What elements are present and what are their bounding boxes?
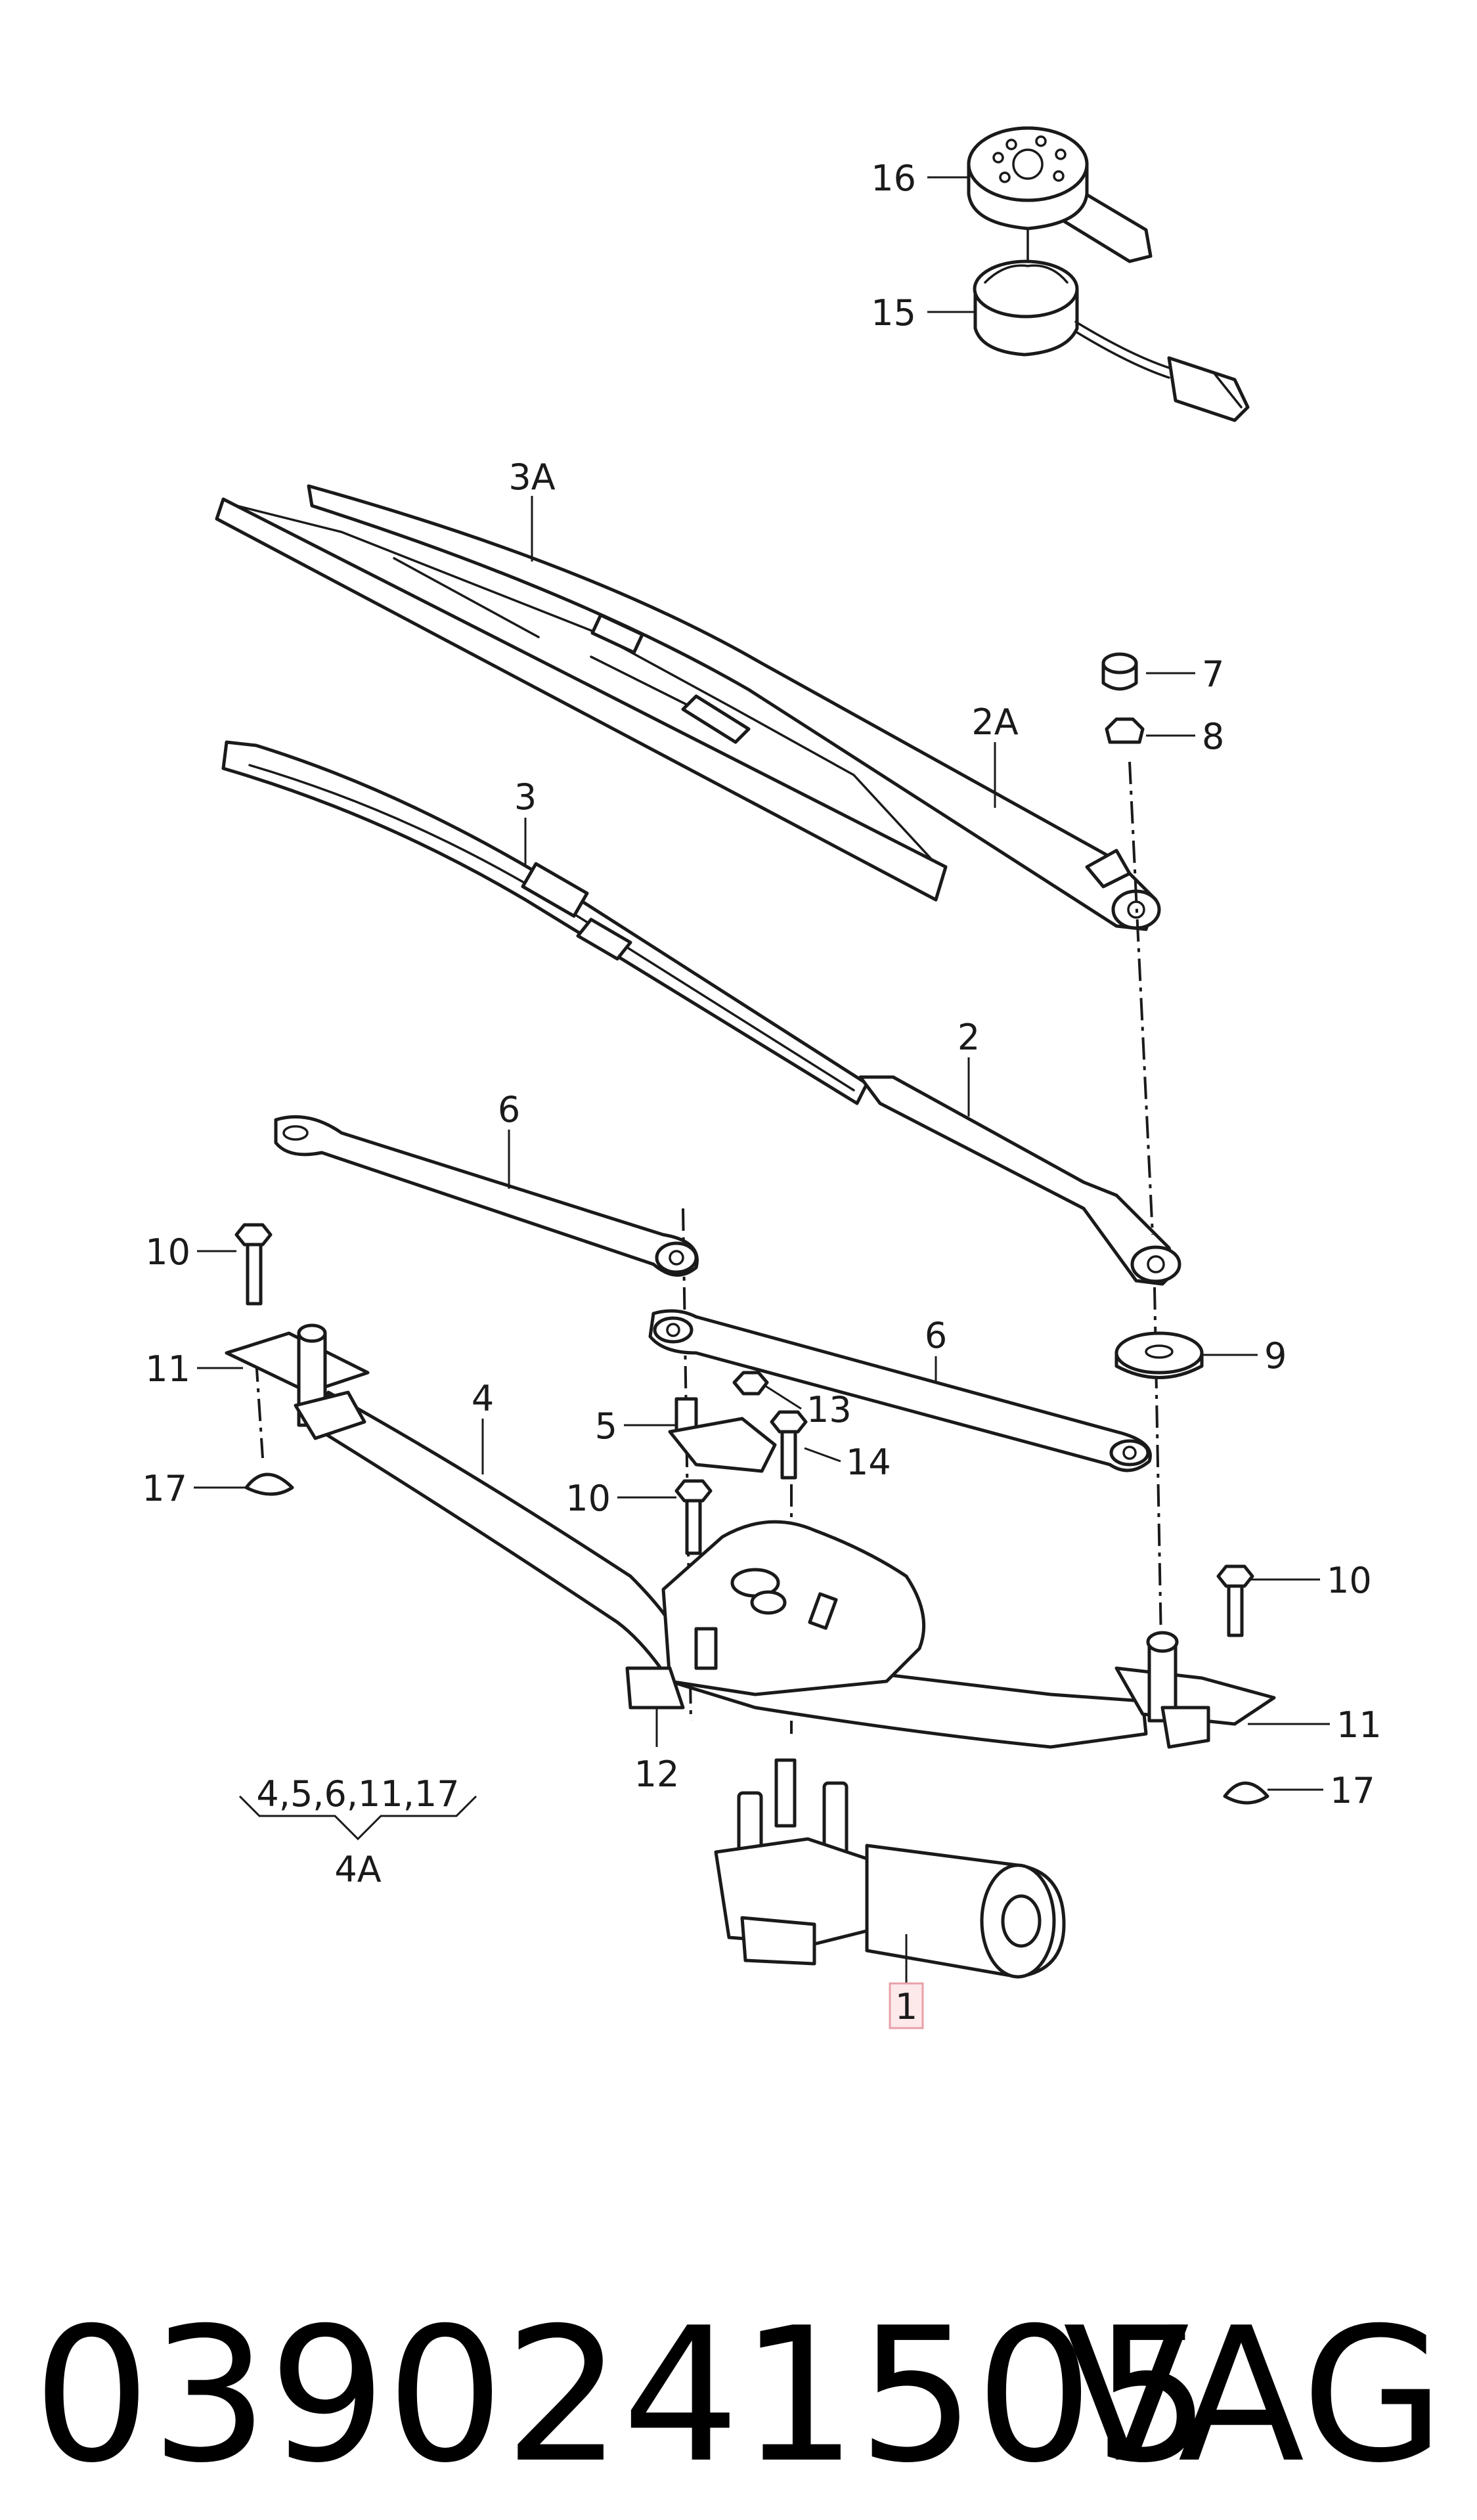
callout-10-right: 10 (1327, 1560, 1372, 1601)
bolt-part-10-right (1216, 1564, 1254, 1637)
callout-1-highlight (889, 1982, 924, 2029)
callout-labels: 16 15 3A 7 8 2A 3 2 6 6 10 11 17 4 5 13 … (142, 158, 1382, 2029)
clip-part-17-right (1223, 1781, 1269, 1805)
callout-11-right: 11 (1336, 1704, 1382, 1746)
callout-6-upper: 6 (498, 1089, 520, 1130)
callout-16: 16 (871, 158, 916, 199)
cap-part-7 (1101, 652, 1138, 691)
callout-11-left: 11 (145, 1348, 190, 1390)
callout-8: 8 (1202, 716, 1224, 757)
callout-7: 7 (1202, 653, 1224, 695)
callout-13: 13 (806, 1389, 852, 1430)
group-result-label: 4A (334, 1849, 381, 1890)
group-bracket-4A: 4,5,6,11,17 4A (238, 1773, 477, 1890)
callout-10-left: 10 (145, 1231, 190, 1273)
switch-base-part-15 (973, 259, 1250, 422)
callout-9: 9 (1264, 1335, 1287, 1377)
wiper-blade-part-3 (221, 740, 869, 1105)
callout-leaders (194, 176, 1330, 1983)
callout-6-lower: 6 (925, 1315, 947, 1356)
callout-17-right: 17 (1330, 1770, 1375, 1811)
bolt-part-10-center (674, 1479, 713, 1555)
wiper-arm-part-2 (858, 1075, 1181, 1286)
wiper-arm-part-2A (307, 484, 1161, 931)
callout-1: 1 (895, 1986, 917, 2027)
wiper-frame-part-4 (225, 1323, 1276, 1749)
nut-part-8 (1105, 717, 1145, 744)
callout-17-left: 17 (142, 1468, 187, 1509)
wiper-blade-part-3A (215, 497, 948, 902)
callout-3: 3 (514, 776, 537, 818)
bolt-part-10-left (234, 1223, 273, 1306)
callout-14: 14 (846, 1442, 891, 1483)
switch-knob-part-16 (967, 126, 1153, 264)
clip-part-17-left (244, 1472, 294, 1496)
callout-10-center: 10 (565, 1478, 611, 1519)
callout-2: 2 (958, 1017, 980, 1058)
callout-15: 15 (871, 292, 916, 334)
wiper-motor-part-1 (714, 1758, 1066, 1979)
nut-part-13 (732, 1371, 769, 1396)
callout-5: 5 (595, 1405, 617, 1447)
callout-12: 12 (634, 1754, 680, 1795)
brand-name: VAG (1063, 2288, 1445, 2504)
linkage-rod-part-6-lower (648, 1309, 1152, 1472)
linkage-rod-part-6-upper (274, 1115, 699, 1277)
callout-2A: 2A (971, 701, 1018, 743)
bolt-part-14 (770, 1410, 808, 1480)
bracket-part-5 (668, 1397, 777, 1473)
group-label: 4,5,6,11,17 (256, 1773, 459, 1815)
part-number: 0390241505 (33, 2288, 1211, 2504)
callout-4: 4 (472, 1378, 494, 1419)
washer-part-9 (1114, 1331, 1204, 1379)
callout-3A: 3A (508, 456, 555, 498)
